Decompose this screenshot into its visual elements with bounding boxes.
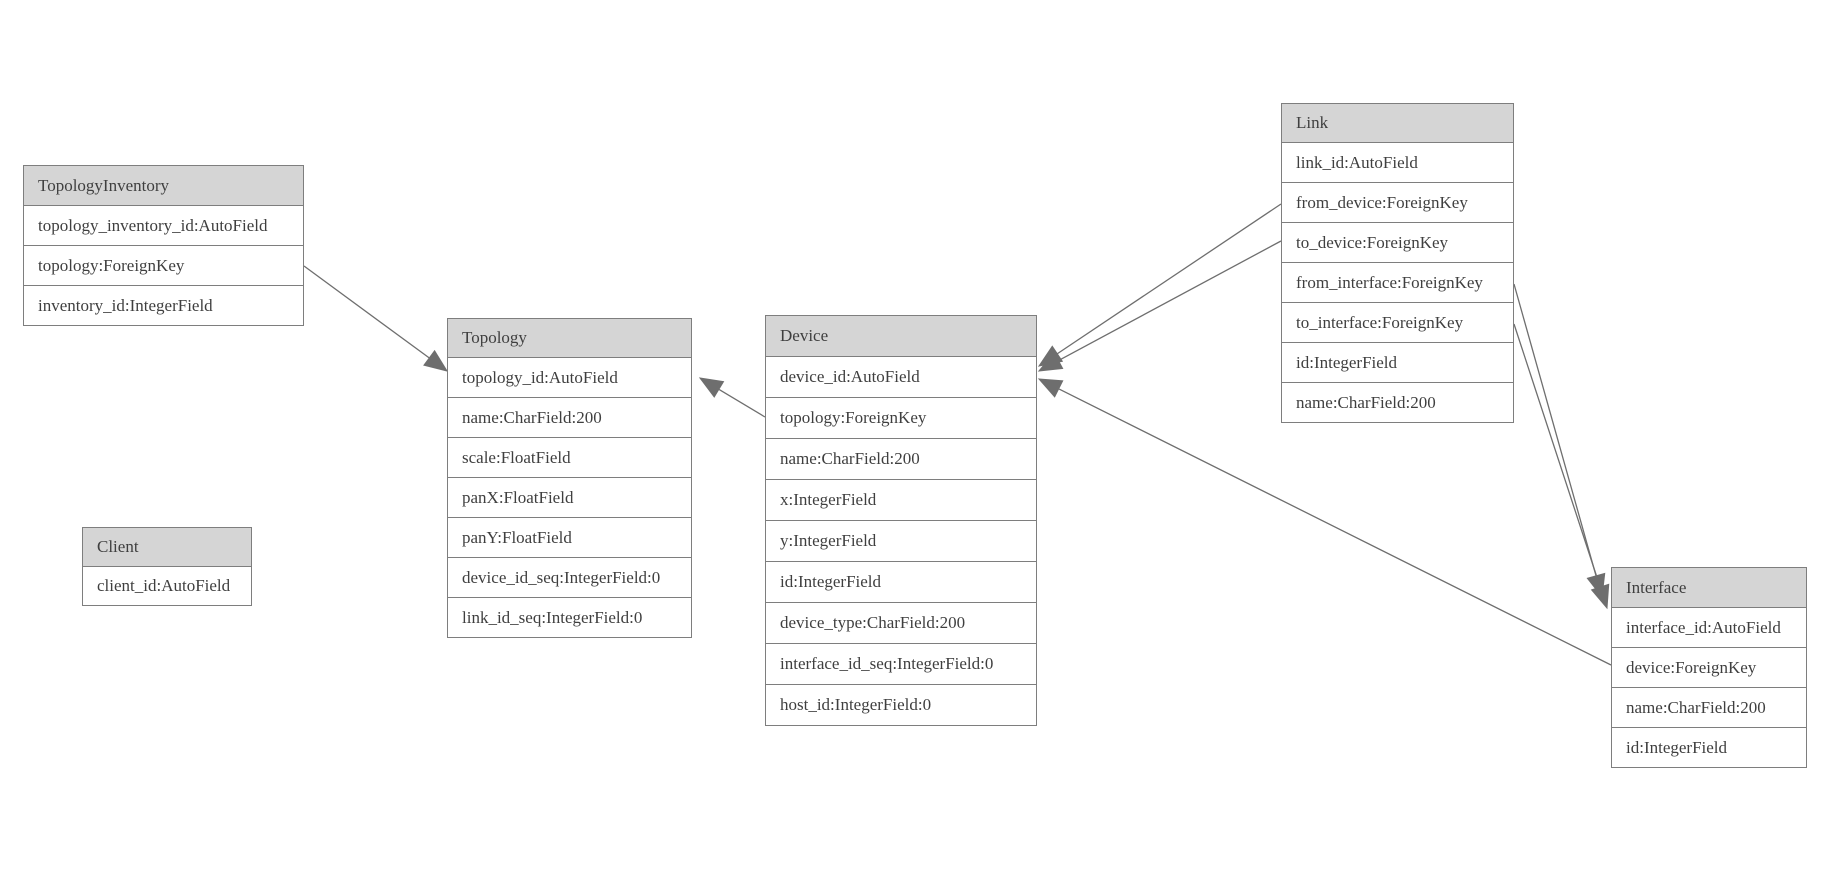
entity-title: Client bbox=[82, 527, 252, 567]
field-row: interface_id:AutoField bbox=[1611, 608, 1807, 648]
field-row: to_device:ForeignKey bbox=[1281, 223, 1514, 263]
entity-title: Link bbox=[1281, 103, 1514, 143]
edge-line bbox=[1056, 240, 1282, 363]
field-row: topology_inventory_id:AutoField bbox=[23, 206, 304, 246]
field-row: panY:FloatField bbox=[447, 518, 692, 558]
edge-line bbox=[716, 387, 766, 418]
field-row: client_id:AutoField bbox=[82, 567, 252, 606]
field-row: host_id:IntegerField:0 bbox=[765, 685, 1037, 726]
field-row: topology:ForeignKey bbox=[765, 398, 1037, 439]
edge-line bbox=[303, 265, 432, 360]
relationship-edge-interface-device bbox=[1037, 378, 1612, 666]
field-row: y:IntegerField bbox=[765, 521, 1037, 562]
field-row: id:IntegerField bbox=[765, 562, 1037, 603]
edge-line bbox=[1513, 283, 1598, 578]
field-row: to_interface:ForeignKey bbox=[1281, 303, 1514, 343]
relationship-edge-topologyinventory-topology bbox=[303, 265, 449, 372]
edge-arrowhead-icon bbox=[1590, 583, 1610, 610]
field-row: from_device:ForeignKey bbox=[1281, 183, 1514, 223]
field-row: device:ForeignKey bbox=[1611, 648, 1807, 688]
edge-arrowhead-icon bbox=[1037, 378, 1064, 398]
edge-line bbox=[1055, 203, 1282, 356]
entity-title: Device bbox=[765, 315, 1037, 357]
edge-line bbox=[1513, 323, 1602, 590]
field-row: topology:ForeignKey bbox=[23, 246, 304, 286]
field-row: inventory_id:IntegerField bbox=[23, 286, 304, 326]
field-row: device_id_seq:IntegerField:0 bbox=[447, 558, 692, 598]
field-row: link_id:AutoField bbox=[1281, 143, 1514, 183]
field-row: topology_id:AutoField bbox=[447, 358, 692, 398]
edge-arrowhead-icon bbox=[1037, 351, 1064, 372]
field-row: panX:FloatField bbox=[447, 478, 692, 518]
field-row: scale:FloatField bbox=[447, 438, 692, 478]
edge-line bbox=[1056, 387, 1612, 666]
field-row: id:IntegerField bbox=[1611, 728, 1807, 768]
entity-title: Interface bbox=[1611, 567, 1807, 608]
field-row: x:IntegerField bbox=[765, 480, 1037, 521]
field-row: name:CharField:200 bbox=[447, 398, 692, 438]
relationship-edge-link-to_interface-interface bbox=[1513, 323, 1610, 610]
field-row: name:CharField:200 bbox=[1611, 688, 1807, 728]
field-row: interface_id_seq:IntegerField:0 bbox=[765, 644, 1037, 685]
edge-arrowhead-icon bbox=[698, 377, 725, 398]
field-row: device_id:AutoField bbox=[765, 357, 1037, 398]
relationship-edge-device-topology bbox=[698, 377, 766, 418]
relationship-edge-link-to_device-device bbox=[1037, 240, 1282, 372]
field-row: device_type:CharField:200 bbox=[765, 603, 1037, 644]
field-row: link_id_seq:IntegerField:0 bbox=[447, 598, 692, 638]
field-row: name:CharField:200 bbox=[765, 439, 1037, 480]
field-row: id:IntegerField bbox=[1281, 343, 1514, 383]
edge-arrowhead-icon bbox=[423, 349, 449, 372]
field-row: from_interface:ForeignKey bbox=[1281, 263, 1514, 303]
entity-title: TopologyInventory bbox=[23, 165, 304, 206]
field-row: name:CharField:200 bbox=[1281, 383, 1514, 423]
entity-title: Topology bbox=[447, 318, 692, 358]
